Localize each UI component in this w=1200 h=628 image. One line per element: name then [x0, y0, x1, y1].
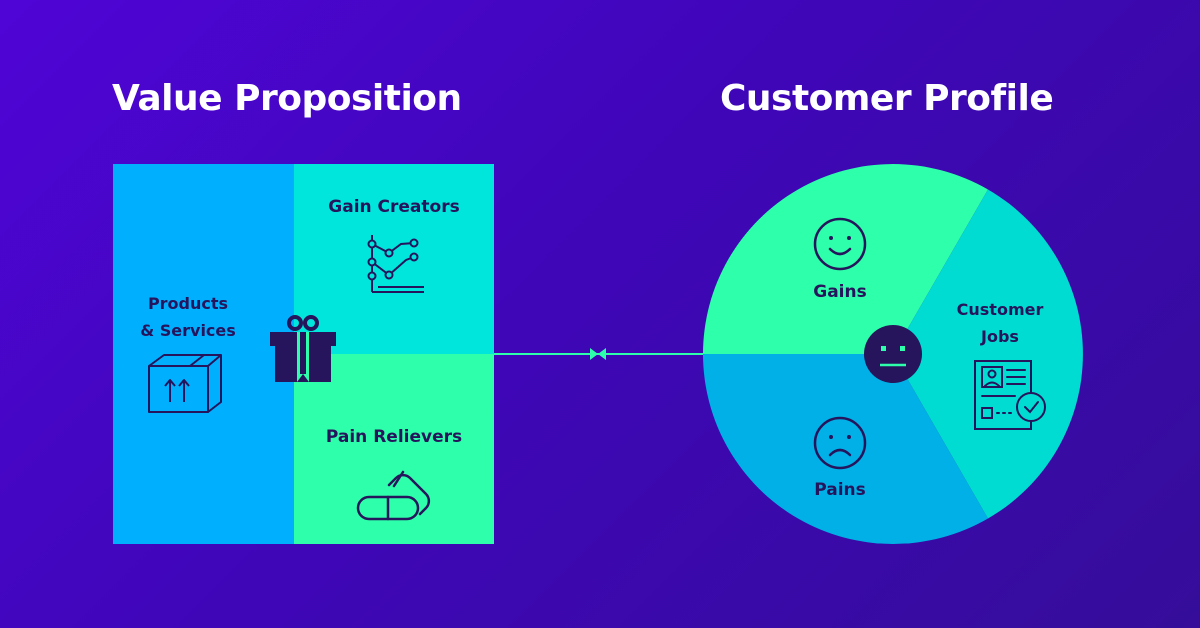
pains-slice: [703, 354, 988, 544]
fit-connector: [494, 348, 703, 360]
customer-jobs-slice: [893, 189, 1083, 519]
gains-label: Gains: [813, 282, 867, 302]
arrow-right-icon: [590, 348, 598, 360]
customer-profile-circle: [703, 164, 1083, 544]
gains-slice: [703, 164, 988, 354]
growth-chart-icon: [367, 235, 424, 293]
gain-creators-panel: [294, 164, 494, 354]
sad-face-icon: [813, 416, 867, 470]
pain-relievers-label: Pain Relievers: [325, 427, 463, 447]
arrow-left-icon: [598, 348, 606, 360]
value-proposition-title: Value Proposition: [112, 78, 462, 119]
job-document-icon: [974, 360, 1046, 430]
products-services-label: Products& Services: [140, 294, 236, 340]
package-box-icon: [148, 354, 222, 413]
neutral-face-icon: [864, 325, 922, 383]
pills-icon: [356, 470, 431, 521]
gain-creators-label: Gain Creators: [328, 197, 460, 217]
pains-label: Pains: [814, 480, 866, 500]
smile-face-icon: [813, 217, 867, 271]
customer-profile-title: Customer Profile: [720, 78, 1054, 119]
pain-relievers-panel: [294, 354, 494, 544]
gift-icon: [270, 315, 336, 382]
